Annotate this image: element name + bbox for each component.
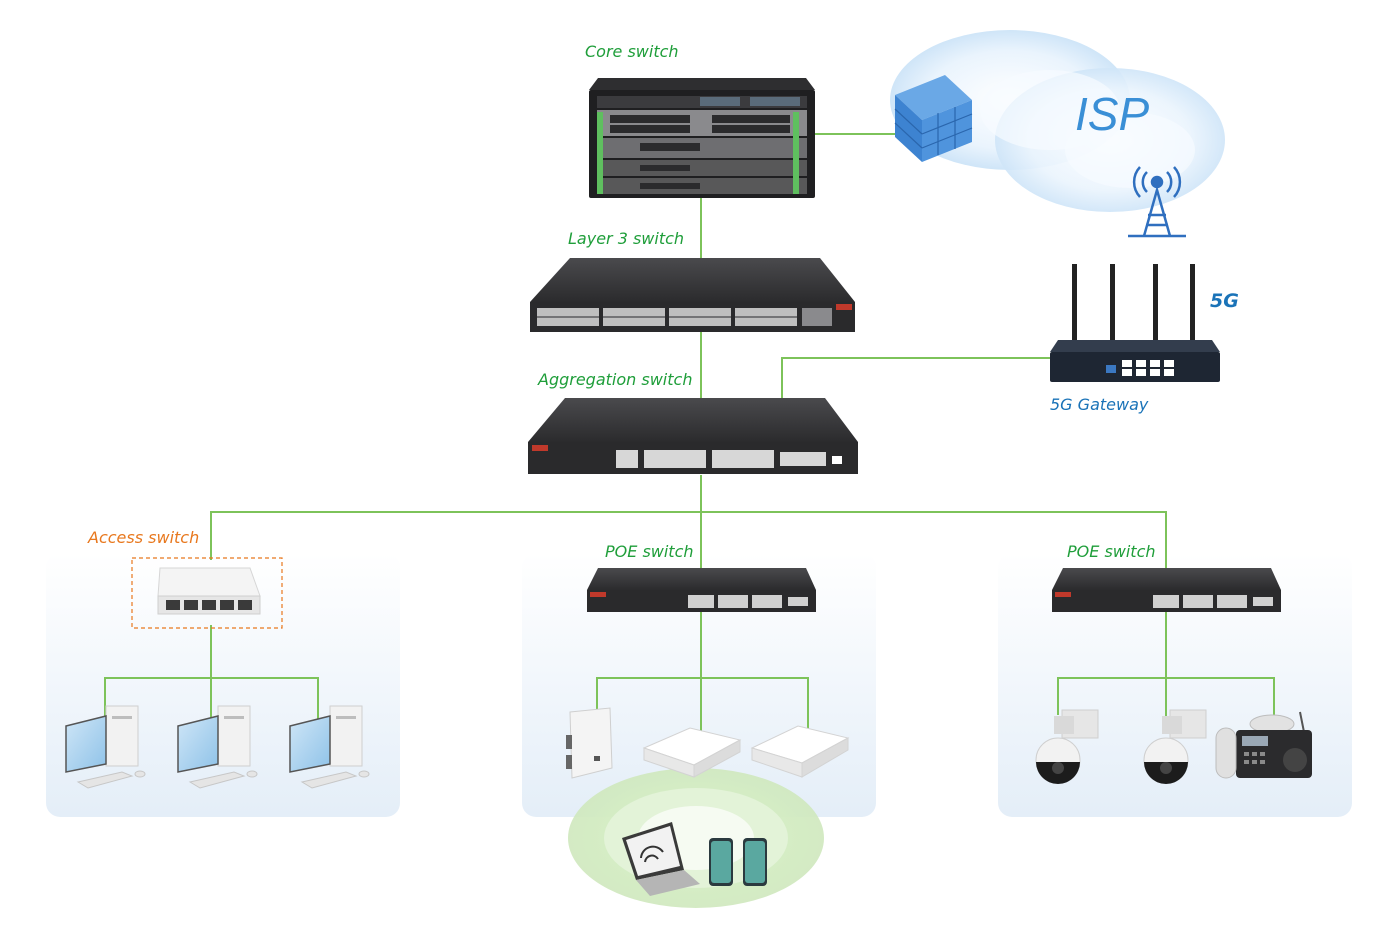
access-point-icon — [642, 727, 742, 778]
layer3-switch — [530, 258, 855, 332]
ptz-camera-icon — [1143, 709, 1207, 784]
layer3-switch-label: Layer 3 switch — [568, 229, 685, 248]
desktop-pc-icon — [177, 705, 258, 789]
poe-switch-center-label: POE switch — [605, 542, 694, 561]
access-switch — [157, 567, 261, 615]
aggregation-switch — [528, 398, 858, 474]
poe-switch-center — [587, 568, 816, 612]
ptz-camera-icon — [1035, 709, 1099, 784]
isp-label: ISP — [1075, 88, 1149, 140]
core-switch-label: Core switch — [585, 42, 679, 61]
poe-switch-right — [1052, 568, 1281, 612]
aggregation-switch-label: Aggregation switch — [538, 370, 693, 389]
desktop-pc-icon — [65, 705, 146, 789]
gateway-label: 5G Gateway — [1050, 395, 1149, 414]
smartphone-icon — [709, 838, 733, 886]
connection-lines — [104, 133, 1275, 735]
poe-switch-right-label: POE switch — [1067, 542, 1156, 561]
router-icon — [1050, 264, 1220, 382]
wifi-coverage — [568, 768, 824, 908]
access-switch-highlight — [131, 557, 283, 629]
fiveg-badge: 5G — [1210, 290, 1239, 312]
desktop-pc-icon — [289, 705, 370, 789]
access-switch-label: Access switch — [88, 528, 200, 547]
smartphone-icon — [743, 838, 767, 886]
ip-phone-icon — [1215, 711, 1312, 779]
access-point-icon — [750, 725, 850, 778]
firewall-icon — [894, 75, 973, 162]
laptop-icon — [622, 822, 700, 896]
core-switch — [589, 78, 815, 198]
cell-tower-icon — [1128, 166, 1186, 238]
access-point-icon — [566, 707, 613, 779]
